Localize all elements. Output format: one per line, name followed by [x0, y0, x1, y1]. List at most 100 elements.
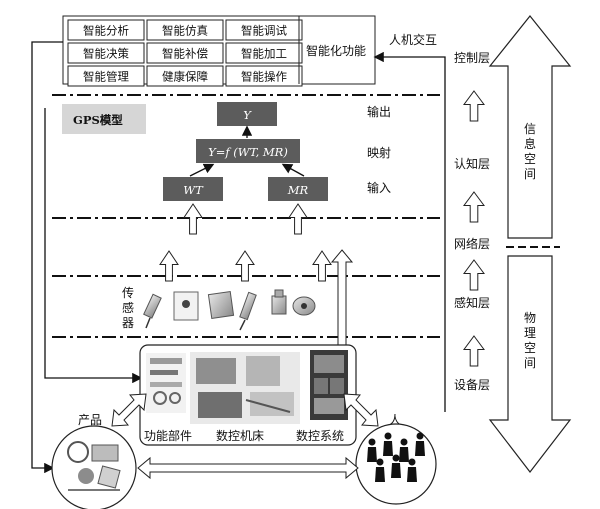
layer-cognition: 认知层: [454, 157, 490, 171]
sensor-char-0: 传: [122, 285, 134, 300]
info-space-char: 息: [524, 136, 536, 151]
gps-model-badge: [62, 104, 146, 134]
hci-arrow: [373, 51, 446, 412]
sensor-char-2: 器: [122, 316, 134, 330]
person-head: [408, 458, 416, 466]
data-flow-arrows: [159, 203, 354, 346]
row-label-mapping: 映射: [367, 145, 391, 160]
hci-label: 人机交互: [389, 32, 437, 47]
arrow-up-icon: [463, 191, 485, 223]
product-parts-icon: [67, 441, 121, 491]
person-body: [399, 447, 409, 462]
sensor-char-1: 感: [122, 300, 134, 315]
equipment-label-machine: 数控机床: [216, 428, 264, 443]
sensor-cube-icon: [207, 291, 235, 319]
product-label: 产品: [78, 413, 102, 427]
row-label-input: 输入: [367, 180, 391, 195]
function-cell: [67, 19, 145, 41]
person-head: [368, 438, 376, 446]
function-cell: [146, 65, 224, 87]
gps-model-label: GPS模型: [73, 113, 123, 127]
info-space-char: 空: [524, 152, 536, 166]
person-body: [375, 467, 385, 482]
sensor-block-icon: [173, 291, 199, 321]
system-uplink-arrow: [330, 249, 354, 346]
function-cell: [67, 65, 145, 87]
left-feedback-arrow: [31, 41, 63, 474]
sensor-probe-1-icon: [143, 293, 162, 329]
function-cell-label: 智能补偿: [162, 47, 208, 61]
sensor-label: 传 感 器: [122, 285, 134, 330]
product-equipment-double-arrow: [111, 393, 147, 427]
function-cell-label: 智能调试: [241, 24, 287, 38]
function-cell: [225, 65, 303, 87]
person-head: [416, 432, 424, 440]
layer-device: 设备层: [454, 378, 490, 392]
arrow-up-icon: [463, 335, 485, 367]
model-to-equipment-arrow: [44, 108, 143, 384]
output-box: [217, 102, 277, 126]
input-box-mr: [268, 177, 328, 201]
function-cell-label: 智能仿真: [162, 24, 208, 38]
function-cell: [225, 19, 303, 41]
info-space-char: 信: [524, 122, 536, 136]
row-label-output: 输出: [367, 104, 391, 119]
layer-perception: 感知层: [454, 295, 490, 310]
function-cell-label: 智能分析: [83, 24, 129, 38]
person-body: [415, 441, 425, 456]
function-cell: [225, 42, 303, 64]
product-node: 产品: [51, 413, 137, 509]
person-head: [376, 458, 384, 466]
layer-network: 网络层: [454, 236, 490, 251]
physical-space-char: 理: [524, 326, 536, 340]
person-node: 人: [355, 413, 437, 505]
functions-title: 智能化功能: [306, 43, 366, 58]
function-cell-label: 智能决策: [83, 47, 129, 61]
person-head: [400, 438, 408, 446]
person-body: [407, 467, 417, 482]
arrow-up-icon: [159, 250, 179, 282]
function-cell: [146, 42, 224, 64]
cnc-system-image: [310, 350, 348, 420]
physical-space-char: 空: [524, 341, 536, 355]
layer-control: 控制层: [454, 51, 490, 65]
people-icon: [367, 432, 425, 482]
gps-model: Y Y=f (WT, MR) WT MR: [163, 102, 328, 201]
function-cell-label: 智能加工: [241, 47, 287, 61]
input-mr: MR: [287, 183, 309, 197]
function-cell: [67, 42, 145, 64]
function-cell-label: 智能管理: [83, 70, 129, 84]
equipment-panel: 功能部件 数控机床 数控系统: [139, 344, 357, 446]
person-equipment-double-arrow: [343, 393, 379, 427]
arrow-up-icon: [235, 250, 255, 282]
physical-space-char: 间: [524, 356, 536, 370]
mapping-formula: Y=f (WT, MR): [208, 145, 288, 159]
person-head: [392, 454, 400, 462]
person-body: [391, 463, 401, 478]
product-person-double-arrow: [137, 456, 359, 480]
function-cell-label: 健康保障: [162, 70, 208, 84]
arrow-up-icon: [463, 259, 485, 291]
arrow-up-icon: [183, 203, 203, 235]
cnc-machine-image: [190, 352, 300, 424]
equipment-label-components: 功能部件: [144, 428, 192, 443]
layer-arrows: [463, 90, 485, 367]
sensor-accelerometer-icon: [271, 289, 287, 315]
functional-components-image: [146, 353, 186, 413]
person-body: [367, 447, 377, 462]
sensor-probe-2-icon: [239, 291, 257, 331]
output-symbol: Y: [243, 108, 252, 122]
input-wt: WT: [183, 183, 204, 197]
mapping-box: [196, 139, 300, 163]
function-cell-label: 智能操作: [241, 70, 287, 84]
function-cell: [146, 19, 224, 41]
physical-space-char: 物: [524, 311, 536, 325]
sensor-disc-icon: [292, 296, 316, 316]
info-space-char: 间: [524, 167, 536, 181]
sensor-icons: [143, 289, 316, 331]
person-head: [384, 432, 392, 440]
arrow-up-icon: [463, 90, 485, 122]
